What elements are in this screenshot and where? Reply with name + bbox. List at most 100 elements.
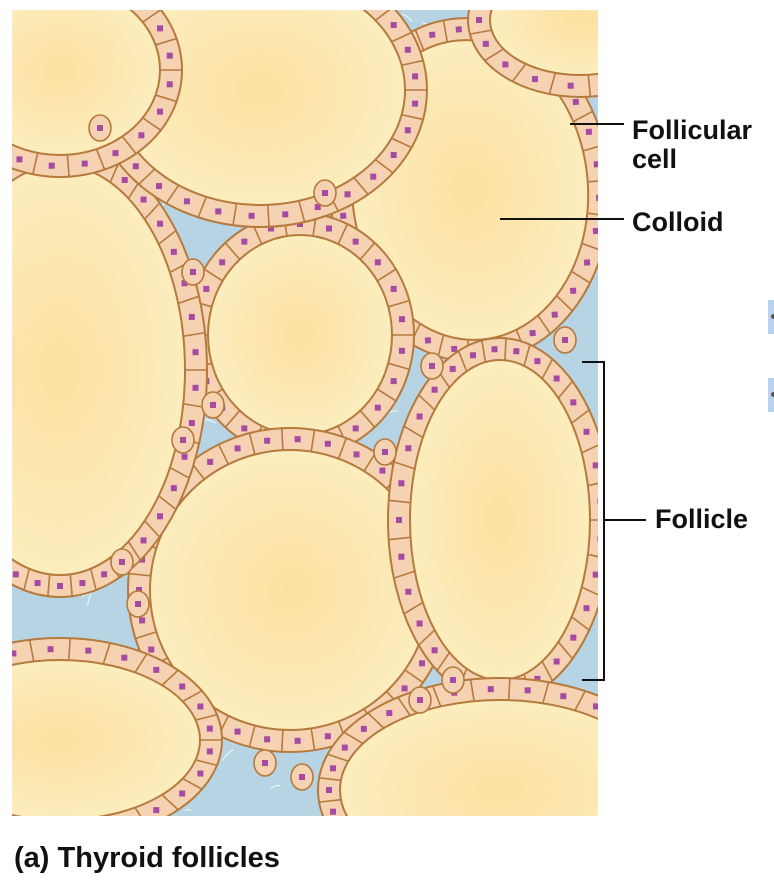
cell-nucleus	[361, 848, 367, 854]
cell-nucleus	[141, 537, 147, 543]
cell-nucleus	[157, 513, 163, 519]
cell-nucleus	[330, 765, 336, 771]
cell-nucleus	[361, 726, 367, 732]
cell-nucleus	[432, 647, 438, 653]
cell-nucleus	[502, 61, 508, 67]
cell-nucleus	[167, 81, 173, 87]
cell-nucleus	[386, 710, 392, 716]
cell-nucleus	[621, 718, 627, 724]
cell-nucleus	[638, 70, 644, 76]
cell-border	[0, 144, 10, 163]
cell-nucleus	[375, 405, 381, 411]
follicular-cell-label: Follicular cell	[632, 116, 752, 174]
cell-nucleus	[57, 583, 63, 589]
cell-nucleus	[330, 809, 336, 815]
cell-nucleus	[663, 52, 669, 58]
side-tab[interactable]	[768, 378, 774, 412]
follicle	[318, 678, 682, 888]
cell-nucleus	[644, 735, 650, 741]
cell-nucleus	[451, 884, 457, 888]
figure-caption: (a) Thyroid follicles	[14, 842, 280, 875]
cell-border	[627, 844, 645, 857]
cell-nucleus	[396, 517, 402, 523]
cell-border	[471, 879, 475, 888]
cell-nucleus	[171, 485, 177, 491]
cell-nucleus	[597, 499, 603, 505]
cell-nucleus	[419, 660, 425, 666]
cell-nucleus	[264, 438, 270, 444]
cell-border	[656, 766, 677, 771]
cell-nucleus	[483, 41, 489, 47]
cell-nucleus	[476, 17, 482, 23]
cell-nucleus	[203, 286, 209, 292]
cell-nucleus	[429, 32, 435, 38]
cell-nucleus	[573, 99, 579, 105]
cell-nucleus	[676, 5, 682, 11]
cell-nucleus	[342, 829, 348, 835]
cell-border	[509, 880, 510, 888]
cell-nucleus	[593, 703, 599, 709]
cell-nucleus	[405, 445, 411, 451]
cell-nucleus	[391, 152, 397, 158]
cell-nucleus	[399, 348, 405, 354]
cell-nucleus	[295, 436, 301, 442]
interfollicular-cell	[314, 180, 336, 206]
cell-border	[470, 6, 492, 10]
cell-border	[664, 40, 685, 48]
cell-border	[656, 809, 677, 814]
cell-nucleus	[113, 150, 119, 156]
cell-nucleus	[391, 286, 397, 292]
follicle	[388, 338, 612, 702]
cell-nucleus	[197, 770, 203, 776]
side-tab[interactable]	[768, 300, 774, 334]
cell-nucleus	[593, 462, 599, 468]
cell-nucleus	[184, 198, 190, 204]
cell-nucleus	[182, 454, 188, 460]
cell-nucleus	[386, 864, 392, 870]
colloid	[208, 235, 392, 435]
cell-nucleus	[101, 571, 107, 577]
cell-nucleus	[197, 704, 203, 710]
cell-border	[627, 722, 645, 735]
cell-nucleus	[325, 441, 331, 447]
cell-nucleus	[153, 667, 159, 673]
cell-nucleus	[399, 316, 405, 322]
cell-nucleus	[264, 736, 270, 742]
cell-nucleus	[153, 807, 159, 813]
cell-nucleus	[398, 554, 404, 560]
cell-nucleus	[398, 480, 404, 486]
cell-nucleus	[593, 871, 599, 877]
cell-nucleus	[49, 163, 55, 169]
cell-border	[604, 859, 618, 876]
colloid-label: Colloid	[632, 208, 723, 237]
cell-nucleus	[235, 445, 241, 451]
cell-nucleus	[676, 29, 682, 35]
cell-nucleus	[593, 572, 599, 578]
cell-nucleus	[215, 208, 221, 214]
cell-nucleus	[532, 76, 538, 82]
follicle	[186, 213, 414, 457]
interfollicular-cell	[111, 549, 133, 575]
cell-nucleus	[425, 337, 431, 343]
cell-nucleus	[85, 826, 91, 832]
cell-nucleus	[241, 425, 247, 431]
cell-nucleus	[156, 183, 162, 189]
cell-border	[604, 705, 618, 722]
interfollicular-cell	[374, 439, 396, 465]
cell-nucleus	[593, 228, 599, 234]
cell-nucleus	[667, 776, 673, 782]
cell-nucleus	[450, 366, 456, 372]
cell-nucleus	[325, 733, 331, 739]
cell-nucleus	[122, 177, 128, 183]
caption-part-letter: (a)	[14, 842, 49, 874]
cell-nucleus	[167, 53, 173, 59]
cell-nucleus	[353, 451, 359, 457]
cell-nucleus	[584, 429, 590, 435]
cell-nucleus	[345, 191, 351, 197]
cell-nucleus	[570, 635, 576, 641]
interfollicular-cell	[202, 392, 224, 418]
cell-nucleus	[342, 745, 348, 751]
cell-nucleus	[417, 876, 423, 882]
cell-border	[328, 819, 349, 826]
interfollicular-cell	[182, 259, 204, 285]
